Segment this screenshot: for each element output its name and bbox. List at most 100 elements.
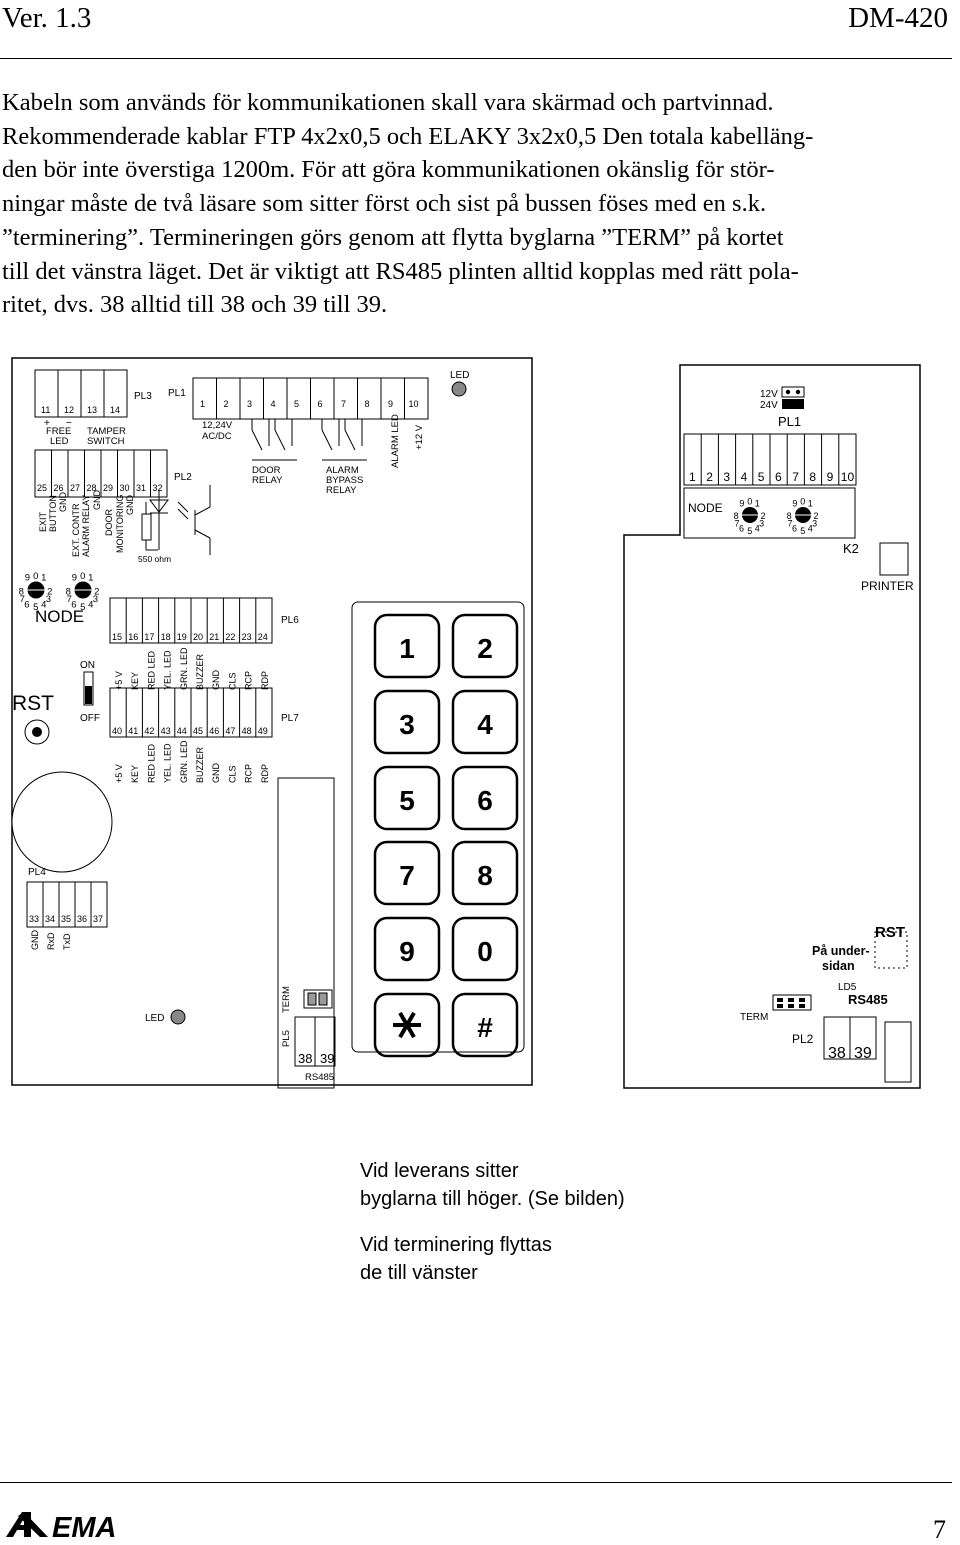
pl4-pin-number: 33 [29,914,39,924]
right-rotary-switch-b-digit: 0 [800,497,805,507]
pl6-signal-label: RCP [244,671,254,690]
voltage-12v-label: 12V [760,389,778,400]
right-pl1-pin-number: 2 [706,470,713,484]
right-rotary-switch-b-digit: 2 [814,511,819,521]
switch-label: SWITCH [87,436,125,447]
right-rotary-switch-a-digit: 7 [735,519,740,529]
node-rotary-switch-a-digit: 7 [20,594,25,605]
body-line: Kabeln som används för kommunikationen s… [2,89,774,116]
keypad-key-label: 4 [477,709,493,740]
plus12v-label: +12 V [414,424,425,450]
jumper-pin [785,389,791,395]
pl2-signal-label: EXIT [38,511,48,532]
supply-label: 12,24V [202,420,233,431]
right-rotary-switch-b-digit: 3 [812,519,817,529]
right-pl2-label: PL2 [792,1032,814,1046]
pl7-label: PL7 [281,713,299,724]
pl7-pin-number: 47 [225,726,235,736]
bypass-relay-label: RELAY [326,485,357,496]
pl6-pin-number: 21 [209,632,219,642]
pl2-signal-label: DOOR [104,508,114,536]
rst-button [32,727,42,737]
axema-logo: EMA [6,1512,116,1540]
door-relay-contact [251,429,263,451]
bottom-led-label: LED [145,1013,164,1024]
pl7-pin-number: 46 [209,726,219,736]
pl6-signal-label: BUZZER [195,653,205,690]
keypad-key [451,992,519,1058]
node-rotary-switch-b-digit: 9 [72,573,77,584]
right-rotary-switch-a-digit: 6 [739,523,744,533]
pl4-label: PL4 [28,867,46,878]
term-jumper-cap [318,992,328,1006]
node-label: NODE [35,607,84,626]
right-rotary-switch-a-digit: 4 [755,523,760,533]
caption-line: Vid leverans sitter [360,1160,519,1182]
body-line: till det vänstra läget. Det är viktigt a… [2,257,799,285]
alarm-bypass-relay-contact [344,429,356,451]
k2-connector [879,542,909,576]
pl6-pin-number: 24 [258,632,268,642]
keypad-key-label: 5 [399,785,415,816]
pl4-pin-number: 35 [61,914,71,924]
right-rotary-switch-a-digit: 9 [739,498,744,508]
pl7-signal-label: YEL. LED [163,743,173,783]
alarm-label: ALARM [326,465,359,476]
header-model: DM-420 [848,2,948,34]
keypad-key-label: 9 [399,936,415,967]
header-version: Ver. 1.3 [2,2,92,34]
pl5-label: PL5 [281,1030,292,1047]
pl4-pin-number: 34 [45,914,55,924]
keypad-key [373,689,441,755]
node-rotary-switch-b-digit: 2 [94,586,99,597]
node-rotary-switch-a-digit: 9 [25,573,30,584]
pl2-label: PL2 [174,472,192,483]
right-board-outline [623,364,921,1089]
pl2-signal-label: GND [58,492,68,513]
right-term-jumper-pin [777,1004,783,1008]
resistor-label: 550 ohm [138,554,171,564]
pl4-terminal-block [26,881,108,928]
transistor-collector [194,506,211,516]
keypad-frame [351,601,525,1053]
pl6-label: PL6 [281,615,299,626]
light-arrow [177,508,189,520]
pl2-pin-number: 25 [37,483,47,493]
node-rotary-switch-b-digit: 5 [80,602,85,613]
pl1-pin-number: 9 [388,399,393,409]
transistor-emitter [194,529,211,539]
right-rotary-switch-b-digit: 4 [808,523,813,533]
keypad-key-label: 0 [477,936,493,967]
free-label: FREE [46,426,71,437]
connector-outline [277,777,335,1089]
resistor-symbol [141,513,152,541]
pl2-pin-number: 30 [120,483,130,493]
body-line: Rekommenderade kablar FTP 4x2x0,5 och EL… [2,122,814,150]
term-jumper [303,989,333,1009]
on-off-switch-slider [85,686,92,704]
right-rst-button [874,931,908,969]
node-rotary-switch-a-digit: 4 [41,599,46,610]
pa-undersidan-line1: På under- [812,944,870,958]
right-rotary-switch-b-digit: 5 [800,526,805,536]
rst-label: RST [12,692,54,715]
right-pl1-pin-number: 9 [827,470,834,484]
node-rotary-switch-a-digit: 3 [46,594,51,605]
pa-undersidan-line2: sidan [822,959,855,973]
right-rotary-switch-a-digit: 2 [761,511,766,521]
node-rotary-switch-a-digit: 0 [33,571,38,582]
pl6-pin-number: 18 [161,632,171,642]
pl6-signal-label: RED LED [146,650,156,690]
pl3-pin-number: 11 [41,405,50,415]
right-pl1-pin-number: 7 [792,470,799,484]
right-pl1-pin-number: 10 [841,470,855,484]
right-term-jumper-pin [788,998,794,1002]
right-rotary-switch-b-digit: 9 [792,498,797,508]
keypad-key [373,992,441,1058]
pl7-pin-number: 44 [177,726,187,736]
pl1-pin-number: 4 [271,399,276,409]
node-rotary-switch-a-digit: 6 [24,599,29,610]
right-term-jumper-pin [799,1004,805,1008]
